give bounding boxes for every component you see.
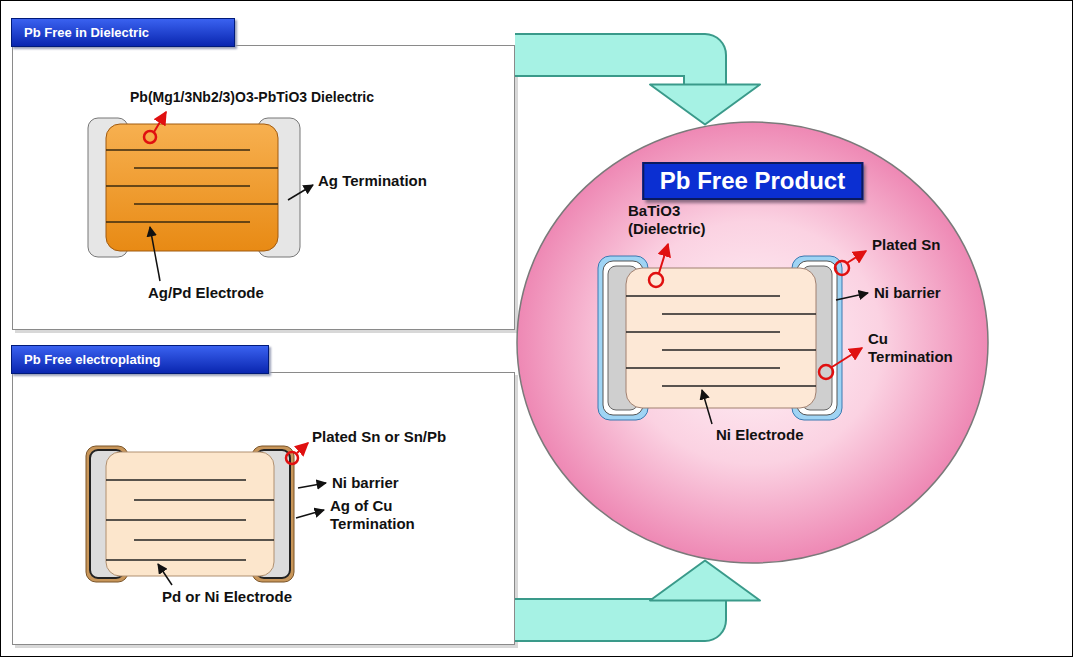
- part-label: Ni barrier: [874, 284, 941, 302]
- capacitor-pb-free: [626, 296, 816, 386]
- ellipse-outline: [517, 122, 988, 563]
- capacitor-pb-dielectric: [106, 124, 278, 251]
- arrow-outline: [515, 55, 705, 88]
- capacitor-pb-plating: [86, 446, 294, 582]
- capacitor-pb-dielectric: [134, 167, 278, 169]
- capacitor-pb-plating: [106, 519, 246, 521]
- leader-lines: [819, 365, 833, 379]
- arrow-head: [650, 561, 760, 601]
- capacitor-pb-dielectric: [106, 185, 250, 187]
- leader-lines: [649, 244, 868, 424]
- capacitor-pb-plating: [106, 452, 274, 576]
- capacitor-pb-plating: [106, 479, 246, 481]
- capacitor-pb-dielectric: [88, 118, 300, 257]
- capacitor-pb-free: [626, 367, 780, 369]
- part-label: Ag of Cu Termination: [330, 497, 434, 533]
- capacitor-pb-free: [662, 385, 816, 387]
- leader-lines: [288, 185, 313, 200]
- product-ellipse: Pb Free Product: [515, 120, 990, 565]
- capacitor-pb-free: [626, 268, 816, 408]
- leader-lines: [296, 510, 324, 518]
- part-label: Pb(Mg1/3Nb2/3)O3-PbTiO3 Dielectric: [130, 88, 374, 106]
- capacitor-pb-free: [626, 331, 780, 333]
- part-label: BaTiO3 (Dielectric): [628, 202, 728, 238]
- panel-title: Pb Free in Dielectric: [11, 18, 235, 47]
- panel-shadow: [12, 45, 518, 648]
- panel-shadow: [12, 372, 515, 645]
- capacitor-pb-free: [598, 256, 842, 420]
- part-label: Plated Sn: [872, 236, 940, 254]
- part-label: Ni barrier: [332, 474, 399, 492]
- leader-lines: [835, 261, 849, 275]
- leader-lines: [297, 443, 308, 453]
- panel-title: Pb Free electroplating: [11, 345, 269, 374]
- part-label: Cu Termination: [868, 330, 972, 366]
- leader-lines: [158, 564, 172, 585]
- capacitor-pb-plating: [106, 480, 274, 560]
- capacitor-pb-dielectric: [106, 150, 278, 222]
- capacitor-pb-dielectric: [134, 203, 278, 205]
- part-label: Ag Termination: [318, 172, 427, 190]
- arrow-body: [515, 55, 705, 88]
- capacitor-pb-dielectric: [106, 149, 250, 151]
- leader-lines: [702, 390, 712, 424]
- capacitor-pb-dielectric: [106, 221, 250, 223]
- leader-lines: [154, 112, 166, 132]
- part-label: Pd or Ni Electrode: [162, 588, 292, 606]
- capacitor-pb-free: [662, 313, 816, 315]
- leader-lines: [659, 244, 668, 273]
- leader-lines: [832, 348, 862, 367]
- panel-shadow: [12, 45, 515, 330]
- leader-lines: [298, 483, 326, 488]
- part-label: Ni Electrode: [716, 426, 804, 444]
- leader-lines: [847, 251, 866, 263]
- leader-lines: [144, 112, 313, 281]
- leader-lines: [649, 273, 663, 287]
- leader-lines: [836, 293, 868, 300]
- product-title: Pb Free Product: [642, 162, 863, 200]
- arrow-head: [650, 84, 760, 124]
- capacitor-pb-free: [626, 295, 780, 297]
- capacitor-pb-plating: [134, 499, 274, 501]
- leader-lines: [144, 131, 156, 143]
- leader-lines: [286, 452, 298, 464]
- leader-lines: [158, 443, 326, 585]
- block-arrow: [515, 561, 760, 620]
- capacitor-pb-plating: [106, 559, 246, 561]
- part-label: Ag/Pd Electrode: [148, 284, 264, 302]
- part-label: Plated Sn or Sn/Pb: [312, 428, 446, 446]
- block-arrow: [515, 55, 760, 124]
- capacitor-pb-free: [662, 349, 816, 351]
- capacitor-pb-plating: [134, 539, 274, 541]
- leader-lines: [150, 227, 160, 281]
